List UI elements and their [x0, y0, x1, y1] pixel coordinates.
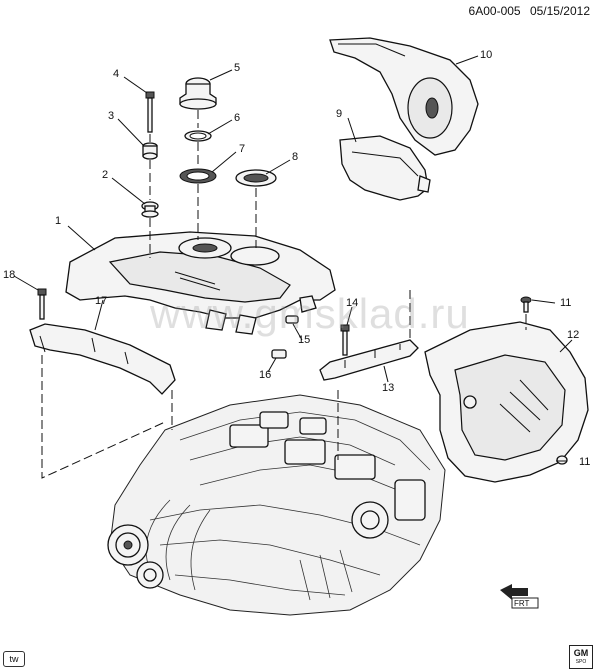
callout-17: 17 [95, 295, 107, 307]
part-11-fastener-top [520, 296, 532, 313]
callout-1: 1 [55, 215, 61, 227]
callout-4: 4 [113, 68, 119, 80]
diagram-header: 6A00-005 05/15/2012 [463, 4, 590, 18]
part-8-seal [235, 169, 277, 187]
front-arrow-icon: FRT [500, 584, 539, 609]
gm-logo-text: GM [573, 648, 589, 658]
tw-badge: tw [3, 651, 25, 667]
callout-14: 14 [346, 297, 358, 309]
callout-11-top: 11 [560, 297, 571, 309]
part-18-bolt [37, 288, 47, 320]
callout-13: 13 [382, 382, 394, 394]
part-17-bracket [29, 323, 176, 395]
callout-16: 16 [259, 369, 271, 381]
part-9-heat-shield [339, 135, 431, 201]
front-marker-label: FRT [514, 599, 530, 608]
gm-logo: GM SPO [569, 645, 593, 669]
part-12-heat-shield [424, 321, 589, 483]
part-16-clip [271, 349, 287, 359]
callout-10: 10 [480, 49, 492, 61]
part-11-fastener-bottom [556, 455, 568, 465]
callout-9: 9 [336, 108, 342, 120]
callout-3: 3 [108, 110, 114, 122]
callout-7: 7 [239, 143, 245, 155]
callout-18: 18 [3, 269, 15, 281]
callout-15: 15 [298, 334, 310, 346]
part-14-bolt [340, 324, 350, 356]
part-7-seal [179, 168, 217, 184]
callout-labels: 1 2 3 4 5 6 7 8 9 10 11 11 12 13 14 15 1… [3, 49, 590, 468]
callout-5: 5 [234, 62, 240, 74]
callout-12: 12 [567, 329, 579, 341]
part-2-grommet [141, 201, 159, 218]
part-4-bolt [145, 91, 155, 133]
part-10-cover [329, 37, 479, 156]
part-5-oil-cap [179, 77, 217, 110]
diagram-date: 05/15/2012 [529, 4, 590, 18]
part-3-grommet [142, 142, 158, 160]
callout-8: 8 [292, 151, 298, 163]
watermark: www.gmsklad.ru [150, 290, 470, 337]
leader-lines [13, 55, 573, 462]
engine-assembly [107, 394, 446, 616]
diagram-code: 6A00-005 [468, 4, 521, 18]
part-15-clip [285, 315, 299, 324]
part-13-bracket [319, 339, 419, 381]
gm-logo-subtext: SPO [575, 659, 587, 665]
callout-11-bottom: 11 [579, 456, 590, 468]
part-1-engine-cover [65, 231, 336, 335]
callout-2: 2 [102, 169, 108, 181]
callout-6: 6 [234, 112, 240, 124]
part-6-seal [184, 130, 212, 142]
